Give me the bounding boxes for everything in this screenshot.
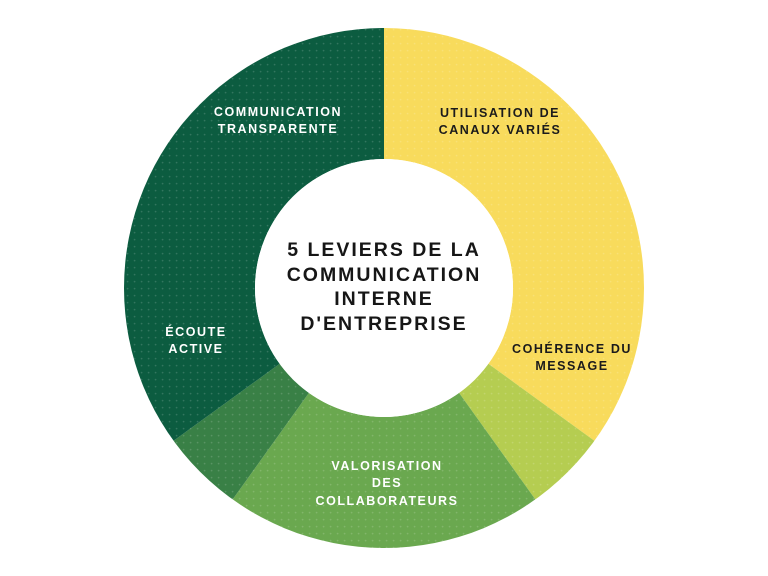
donut-center-hole	[255, 159, 513, 417]
